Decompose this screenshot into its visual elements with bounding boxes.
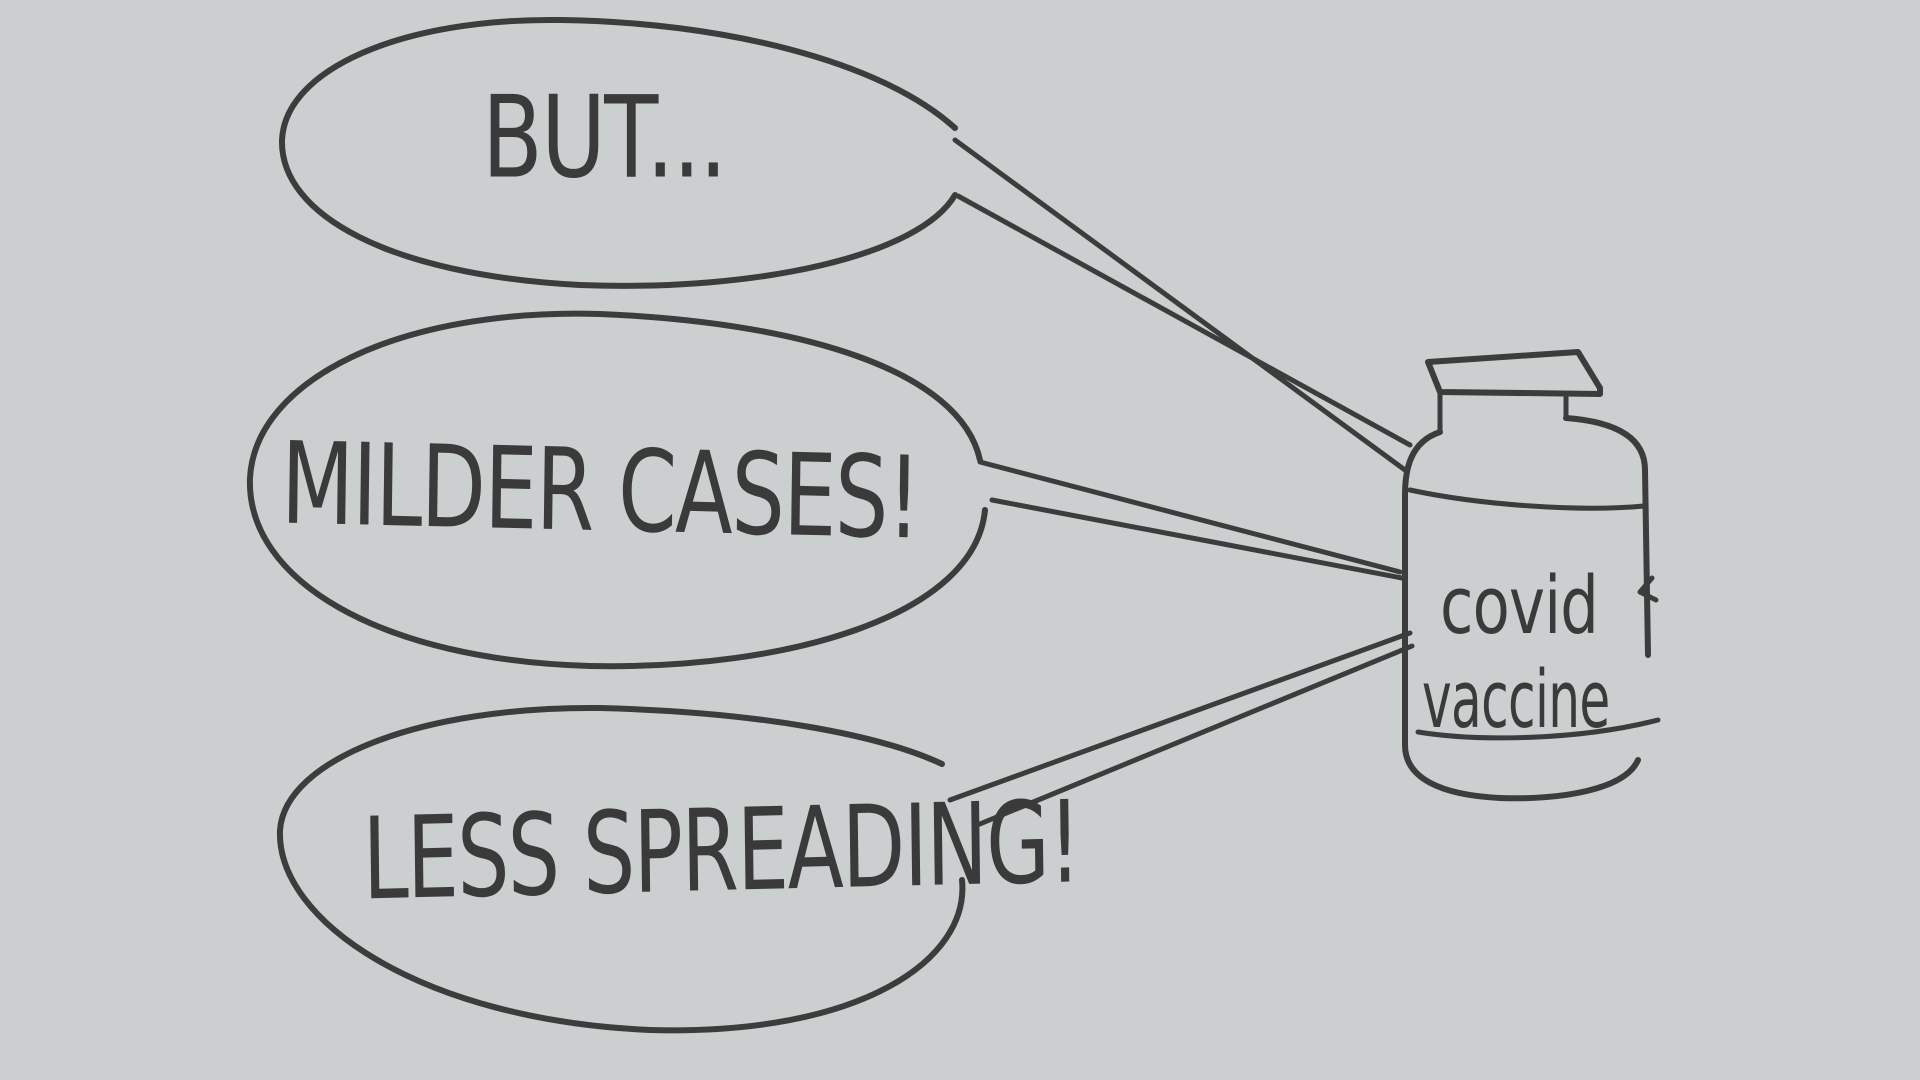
bubble-text-middle: MILDER CASES! <box>280 418 921 565</box>
speech-bubble-top <box>278 16 1413 473</box>
vaccine-vial-icon <box>1402 349 1661 802</box>
speech-bubble-middle <box>246 310 1405 670</box>
speech-bubble-bottom <box>276 630 1415 1034</box>
bubble-text-bottom: LESS SPREADING! <box>361 777 1081 926</box>
vial-label-line1: covid <box>1440 558 1599 653</box>
bubble-text-top: BUT... <box>482 72 727 204</box>
vial-label-line2: vaccine <box>1422 652 1610 747</box>
